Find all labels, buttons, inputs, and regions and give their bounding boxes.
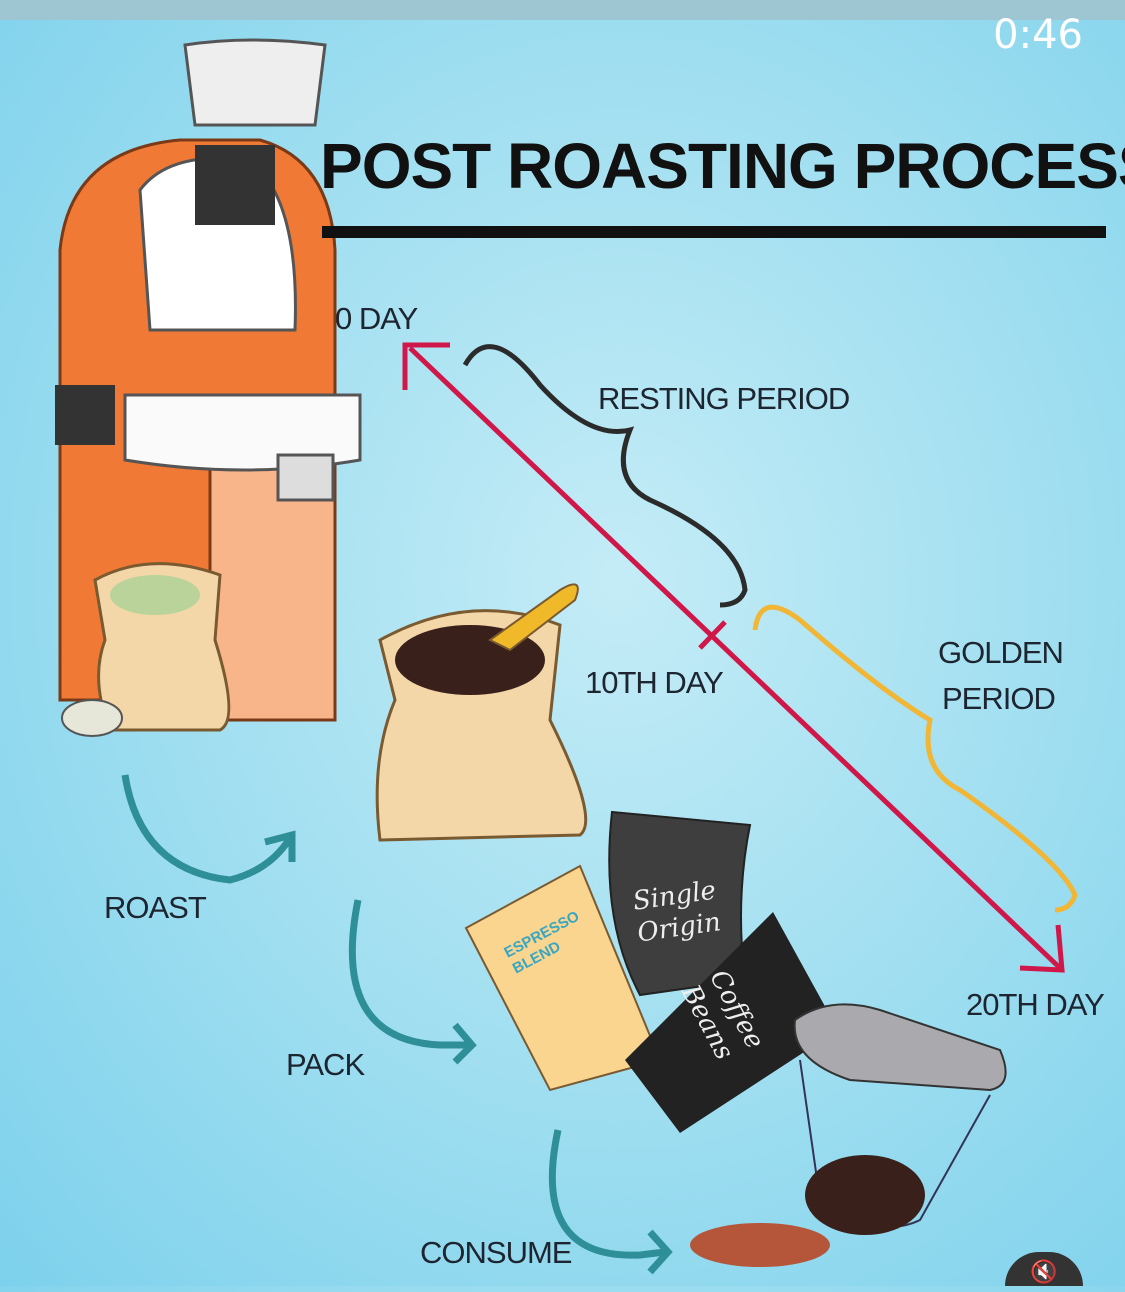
single-origin-bag-text: Single Origin bbox=[631, 874, 723, 949]
video-timestamp: 0:46 bbox=[993, 12, 1083, 58]
timeline-start-arrowhead bbox=[402, 342, 450, 390]
jar-lid bbox=[793, 1003, 1007, 1092]
roasted-bean-sack-illustration bbox=[375, 583, 588, 842]
label-0-day: 0 DAY bbox=[335, 301, 418, 336]
single-origin-bag bbox=[608, 810, 752, 997]
resting-period-brace bbox=[462, 344, 748, 608]
title-underline bbox=[322, 226, 1106, 238]
pack-arrowhead bbox=[452, 1022, 477, 1065]
timeline-end-arrowhead bbox=[1019, 924, 1065, 973]
timeline-arrow-line bbox=[408, 346, 1062, 970]
pack-arrow bbox=[348, 899, 470, 1049]
page-title: POST ROASTING PROCESS bbox=[320, 130, 1125, 202]
consume-arrowhead bbox=[647, 1229, 673, 1275]
roast-arrowhead bbox=[264, 830, 296, 862]
roasted-beans-pile bbox=[690, 1223, 830, 1267]
green-bean-sack-illustration bbox=[61, 562, 231, 737]
label-10th-day: 10TH DAY bbox=[585, 665, 724, 700]
roast-arrow bbox=[121, 774, 293, 884]
label-golden-line2: PERIOD bbox=[942, 681, 1056, 716]
label-roast: ROAST bbox=[104, 890, 207, 925]
label-20th-day: 20TH DAY bbox=[966, 987, 1105, 1022]
muted-speaker-icon: 🔇 bbox=[1030, 1259, 1058, 1284]
label-resting-period: RESTING PERIOD bbox=[598, 381, 850, 416]
jar-ground-coffee bbox=[805, 1155, 925, 1235]
label-consume: CONSUME bbox=[420, 1235, 572, 1270]
coffee-roaster-illustration bbox=[55, 38, 362, 722]
coffee-beans-bag bbox=[625, 912, 838, 1133]
golden-period-brace bbox=[752, 604, 1078, 913]
consume-arrow bbox=[548, 1129, 666, 1259]
mid-tick bbox=[698, 620, 727, 650]
label-pack: PACK bbox=[286, 1047, 365, 1082]
top-status-strip bbox=[0, 0, 1125, 20]
label-golden-line1: GOLDEN bbox=[938, 635, 1064, 670]
